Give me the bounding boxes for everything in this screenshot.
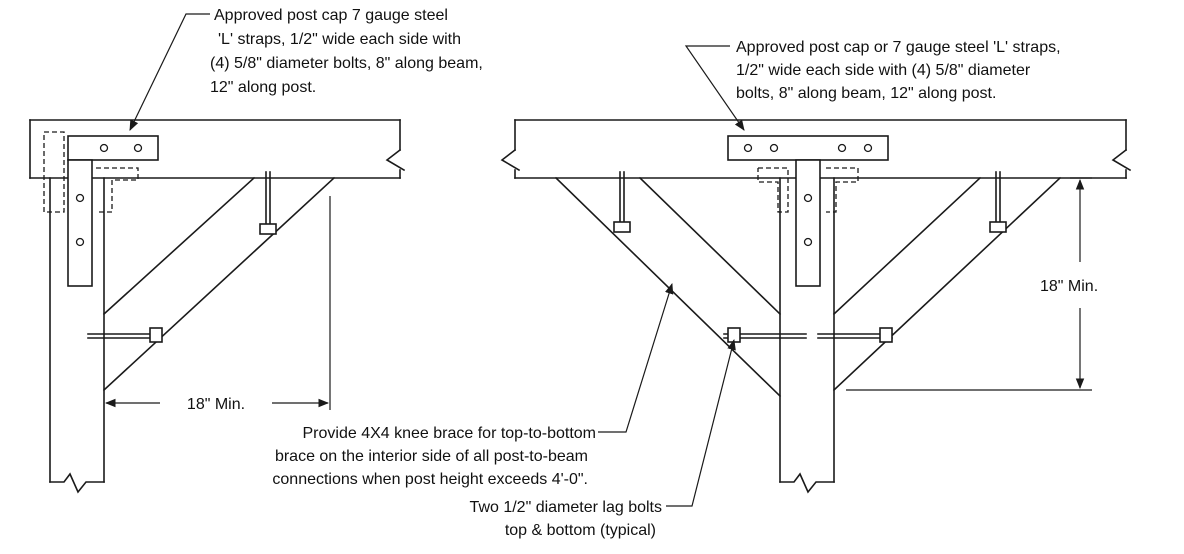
- knee-brace-line-2: brace on the interior side of all post-t…: [275, 448, 588, 465]
- right-lag-bolts: [613, 171, 1007, 343]
- dimension-horizontal-label: 18" Min.: [187, 396, 245, 413]
- left-post-cap-strap: [43, 131, 159, 287]
- right-cap-line-3: bolts, 8" along beam, 12" along post.: [736, 85, 996, 102]
- left-cap-line-1: Approved post cap 7 gauge steel: [214, 7, 448, 24]
- left-cap-line-4: 12" along post.: [210, 79, 316, 96]
- leader-lines: [129, 13, 745, 507]
- left-dimension-18-min: [104, 196, 331, 410]
- knee-brace-line-1: Provide 4X4 knee brace for top-to-bottom: [303, 425, 597, 442]
- right-detail-knee-brace-right: [832, 176, 1062, 392]
- knee-brace-line-3: connections when post height exceeds 4'-…: [272, 471, 588, 488]
- left-knee-brace: [102, 176, 336, 392]
- left-post: [49, 177, 105, 494]
- left-detail: [29, 119, 406, 494]
- lag-bolts-line-1: Two 1/2" diameter lag bolts: [470, 499, 662, 516]
- callout-knee-brace: Provide 4X4 knee brace for top-to-bottom…: [272, 425, 596, 488]
- left-lag-bolt-bottom: [87, 327, 163, 343]
- dimension-vertical-label: 18" Min.: [1040, 278, 1098, 295]
- left-cap-line-3: (4) 5/8" diameter bolts, 8" along beam,: [210, 55, 483, 72]
- callout-left-post-cap: Approved post cap 7 gauge steel 'L' stra…: [210, 7, 483, 96]
- callout-lag-bolts: Two 1/2" diameter lag bolts top & bottom…: [470, 499, 662, 539]
- lag-bolts-line-2: top & bottom (typical): [505, 522, 656, 539]
- callout-right-post-cap: Approved post cap or 7 gauge steel 'L' s…: [736, 39, 1061, 102]
- right-detail: [500, 119, 1132, 494]
- right-cap-line-1: Approved post cap or 7 gauge steel 'L' s…: [736, 39, 1061, 56]
- left-lag-bolt-top: [259, 171, 277, 235]
- right-post: [779, 177, 835, 494]
- left-cap-line-2: 'L' straps, 1/2" wide each side with: [218, 31, 461, 48]
- right-post-cap-strap: [727, 135, 889, 287]
- right-dimension-18-min: [846, 177, 1092, 391]
- right-cap-line-2: 1/2" wide each side with (4) 5/8" diamet…: [736, 62, 1031, 79]
- right-detail-knee-brace-left: [554, 176, 782, 398]
